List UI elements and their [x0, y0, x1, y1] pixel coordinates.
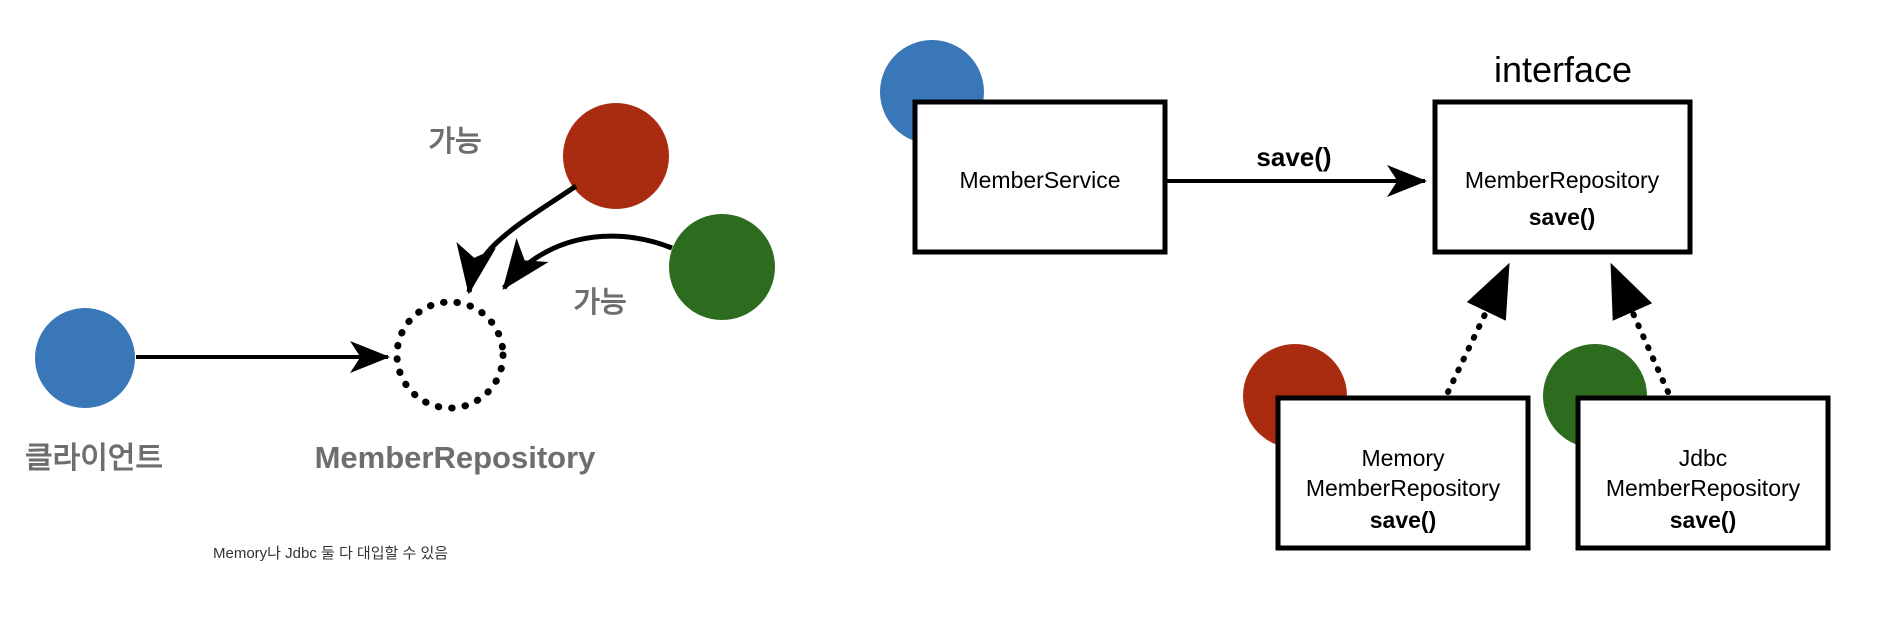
- member-service-box[interactable]: [912, 99, 1168, 255]
- client-circle: [35, 308, 135, 408]
- jdbc-box-title-line2: MemberRepository: [1605, 475, 1801, 501]
- jdbc-box-title-line1: Jdbc: [1678, 445, 1728, 471]
- save-call-label: save(): [1256, 142, 1332, 172]
- jdbc-implements-arrow: [1609, 262, 1671, 395]
- memory-implements-arrow: [1445, 262, 1511, 395]
- memory-to-slot-arrow: [456, 183, 578, 295]
- member-service-box-title: MemberService: [959, 167, 1121, 193]
- memory-box-method: save(): [1369, 507, 1437, 533]
- left-caption: Memory나 Jdbc 둘 다 대입할 수 있음: [213, 545, 449, 562]
- jdbc-box-method: save(): [1669, 507, 1737, 533]
- edge-label-jdbc: 가능: [573, 287, 627, 319]
- jdbc-member-repository-box[interactable]: [1575, 395, 1831, 551]
- memory-circle: [563, 103, 669, 209]
- member-repository-box-title: MemberRepository: [1464, 167, 1660, 193]
- memory-box-title-line1: Memory: [1361, 445, 1445, 471]
- member-repository-interface-box[interactable]: [1432, 99, 1693, 255]
- member-repository-label: MemberRepository: [314, 440, 596, 475]
- slot-circle: [393, 298, 507, 412]
- member-repository-box-method: save(): [1528, 204, 1596, 230]
- memory-box-title-line2: MemberRepository: [1305, 475, 1501, 501]
- jdbc-circle: [669, 214, 775, 320]
- client-label: 클라이언트: [25, 442, 163, 475]
- edge-label-memory: 가능: [428, 126, 482, 158]
- interface-stereotype-label: interface: [1493, 49, 1633, 90]
- memory-member-repository-box[interactable]: [1275, 395, 1531, 551]
- jdbc-to-slot-arrow: [502, 233, 673, 290]
